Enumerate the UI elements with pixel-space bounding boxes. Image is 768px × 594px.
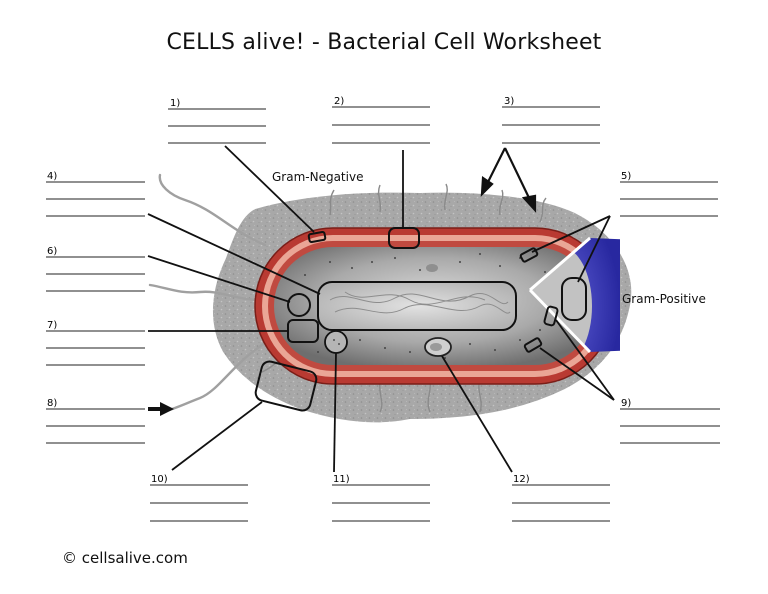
label-11-number: 11) — [333, 474, 350, 485]
label-lines — [46, 106, 720, 522]
label-7-number: 7) — [47, 320, 57, 331]
label-1-number: 1) — [170, 98, 180, 109]
label-3-number: 3) — [504, 96, 514, 107]
label-12-number: 12) — [513, 474, 530, 485]
copyright-text: © cellsalive.com — [62, 549, 188, 567]
label-9-number: 9) — [621, 398, 631, 409]
leader-lines — [147, 145, 615, 473]
dna-strands — [329, 291, 511, 314]
gram-positive-label: Gram-Positive — [622, 292, 706, 306]
label-10-number: 10) — [151, 474, 168, 485]
ribosomes — [304, 253, 561, 359]
worksheet-title: CELLS alive! - Bacterial Cell Worksheet — [166, 30, 602, 55]
label-6-number: 6) — [47, 246, 57, 257]
label-8-arrow — [148, 402, 174, 416]
gram-positive-wedge-border — [529, 236, 591, 292]
gram-negative-label: Gram-Negative — [272, 170, 364, 184]
label-2-number: 2) — [334, 96, 344, 107]
plasmid — [324, 330, 348, 354]
label-5-number: 5) — [621, 171, 631, 182]
label-3-arrows — [480, 147, 537, 213]
label-8-number: 8) — [47, 398, 57, 409]
nucleoid — [317, 281, 517, 331]
label-numbers: 1) 2) 3) 4) 5) 6) 7) 8) 9) 10) 11) 12) — [47, 96, 631, 485]
label-4-number: 4) — [47, 171, 57, 182]
